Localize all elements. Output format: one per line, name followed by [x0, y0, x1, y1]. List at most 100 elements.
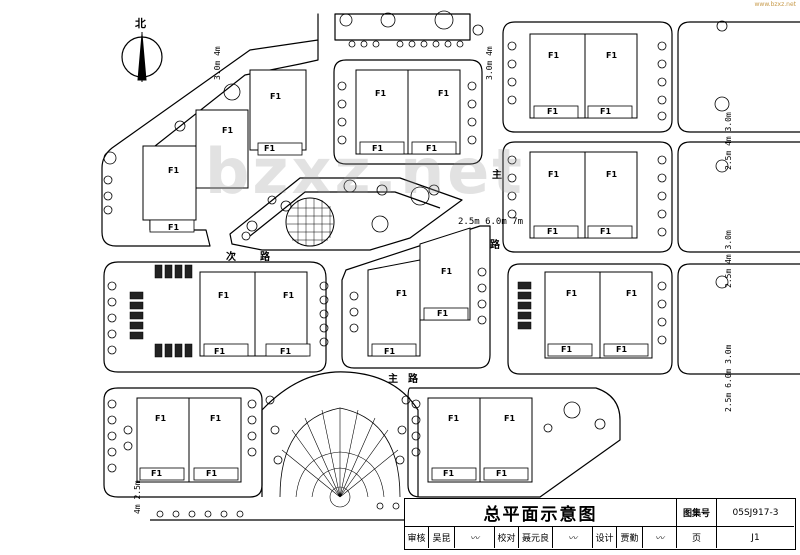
building-label: F1: [438, 89, 449, 98]
plaza-arc-outer: [261, 371, 419, 497]
block-outline-top: [334, 13, 471, 41]
building: [407, 69, 461, 155]
watermark: bzxz.net: [205, 135, 525, 208]
dimension-right-3: 2.5m 6.0m 3.0m: [724, 344, 733, 412]
building: [419, 227, 471, 321]
building: [367, 259, 421, 357]
building-label: F1: [168, 223, 179, 232]
building-label: F1: [547, 227, 558, 236]
building-label: F1: [626, 289, 637, 298]
building-label: F1: [548, 170, 559, 179]
block-outline-e2: [507, 263, 673, 375]
building-label: F1: [496, 469, 507, 478]
building-label: F1: [280, 347, 291, 356]
building-label: F1: [270, 92, 281, 101]
designer-name: 贾勤: [617, 527, 643, 548]
block-outline-far-east-2: [677, 141, 800, 253]
plaza-radial: [281, 408, 399, 508]
building: [195, 109, 249, 189]
building: [355, 69, 409, 155]
north-arrow-icon: [121, 32, 163, 82]
page-label: 页: [677, 527, 717, 548]
building-label: F1: [155, 414, 166, 423]
block-outline-far-east-3: [677, 263, 800, 375]
building-label: F1: [375, 89, 386, 98]
building-label: F1: [504, 414, 515, 423]
building-label: F1: [206, 469, 217, 478]
block-outline-e1: [502, 141, 673, 253]
building: [249, 69, 307, 151]
park-outline: [229, 177, 463, 251]
building: [254, 271, 308, 357]
reviewer-name: 吴昆: [429, 527, 455, 548]
parking: [129, 264, 532, 358]
building: [584, 33, 638, 119]
checker-name: 聂元良: [519, 527, 553, 548]
block-outline-center-south: [341, 225, 491, 369]
road-label-main-bottom-2: 路: [408, 372, 419, 385]
building-label: F1: [218, 291, 229, 300]
road-label-main-bottom-1: 主: [388, 372, 398, 385]
building: [529, 33, 586, 119]
checker-signature: 〰: [553, 527, 593, 548]
building-label: F1: [151, 469, 162, 478]
building-label: F1: [441, 267, 452, 276]
dimension-right-1: 2.5m 4m 3.0m: [724, 112, 733, 170]
building-label: F1: [264, 144, 275, 153]
road-label-main-right-2: 路: [490, 238, 501, 251]
building-label: F1: [561, 345, 572, 354]
building-label: F1: [606, 170, 617, 179]
trees: [103, 10, 730, 518]
atlas-label: 图集号: [677, 499, 717, 527]
building-label: F1: [210, 414, 221, 423]
atlas-number: 05SJ917-3: [717, 499, 794, 527]
building-label: F1: [606, 51, 617, 60]
dimension-right-2: 2.5m 4m 3.0m: [724, 230, 733, 288]
building-label: F1: [283, 291, 294, 300]
dimension-middle: 2.5m 6.0m 7m: [458, 217, 523, 227]
building-label: F1: [547, 107, 558, 116]
road-label-main-right-1: 主: [492, 168, 502, 181]
building: [199, 271, 256, 357]
drawing-title: 总平面示意图: [405, 499, 677, 527]
dimension-top-left: 3.0m 4m: [213, 46, 222, 80]
block-outline-ne: [502, 21, 673, 133]
north-label: 北: [135, 16, 146, 30]
reviewer-signature: 〰: [455, 527, 495, 548]
block-outline-w: [103, 261, 327, 373]
corner-note: www.bzxz.net: [754, 1, 797, 8]
review-label: 审核: [405, 527, 429, 548]
building: [584, 151, 638, 239]
dimension-bottom-left: 4m 2.5m: [133, 480, 142, 514]
building-label: F1: [548, 51, 559, 60]
building-label: F1: [437, 309, 448, 318]
design-label: 设计: [593, 527, 617, 548]
building-label: F1: [214, 347, 225, 356]
block-outline-far-east-1: [677, 21, 800, 133]
block-outline-south-right: [407, 387, 621, 498]
building-label: F1: [384, 347, 395, 356]
building: [529, 151, 586, 239]
building-label: F1: [222, 126, 233, 135]
dimension-top-center: 3.0m 4m: [485, 46, 494, 80]
page-number: J1: [751, 532, 760, 543]
designer-signature: 〰: [643, 527, 677, 548]
building: [142, 145, 197, 221]
block-outline-north-center: [333, 59, 483, 165]
building-label: F1: [616, 345, 627, 354]
check-label: 校对: [495, 527, 519, 548]
road-label-secondary-1: 次: [226, 250, 236, 263]
building-label: F1: [372, 144, 383, 153]
block-outline-south-left: [103, 387, 263, 498]
title-block: 总平面示意图 图集号 05SJ917-3 审核 吴昆 〰 校对 聂元良 〰 设计…: [404, 498, 796, 550]
building-label: F1: [168, 166, 179, 175]
building-label: F1: [443, 469, 454, 478]
building-label: F1: [426, 144, 437, 153]
building-label: F1: [600, 107, 611, 116]
road-label-secondary-2: 路: [260, 250, 271, 263]
park-grid: [285, 197, 335, 247]
building-label: F1: [600, 227, 611, 236]
building-label: F1: [396, 289, 407, 298]
